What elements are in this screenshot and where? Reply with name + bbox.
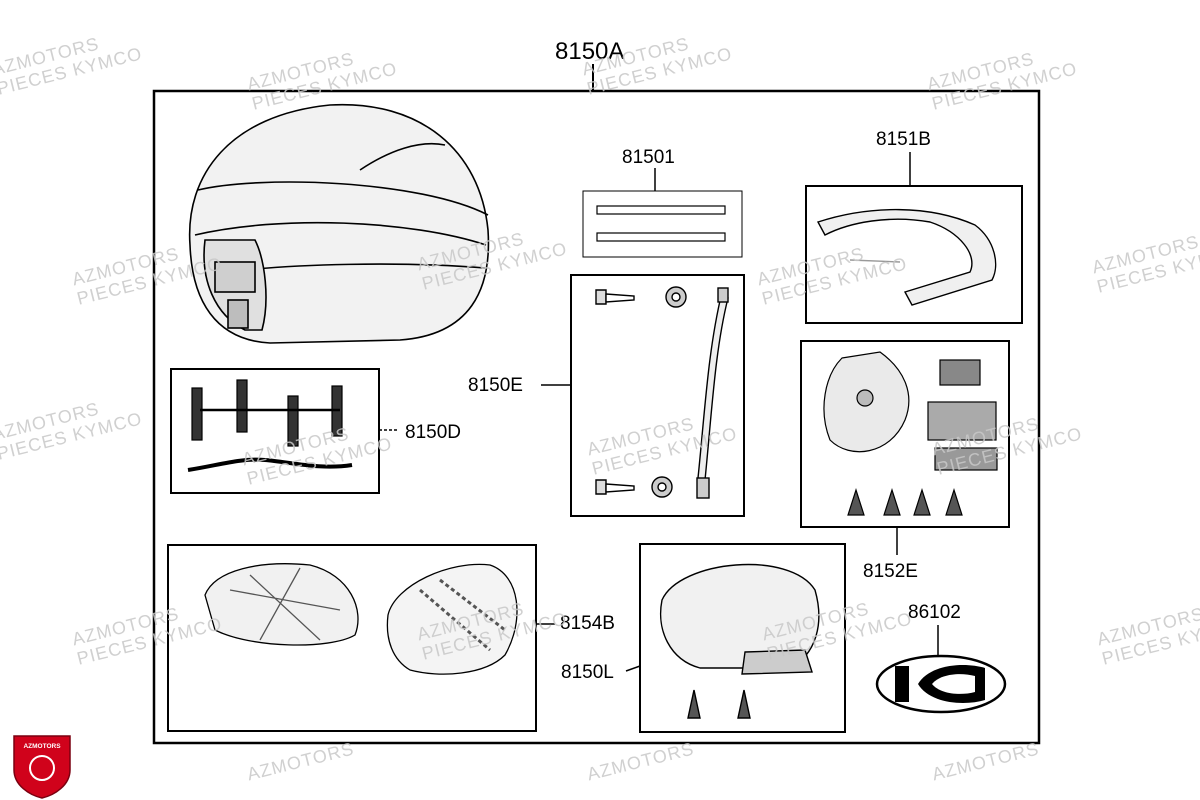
- label-81501: 81501: [622, 147, 675, 168]
- base-plate-box: [167, 544, 537, 732]
- strips-illustration: [596, 205, 726, 242]
- label-86102: 86102: [908, 602, 961, 623]
- brackets-box: [170, 368, 380, 494]
- label-8151B: 8151B: [876, 129, 931, 150]
- lid-illustration: [660, 563, 820, 719]
- lid-box: [639, 543, 846, 733]
- lock-kit-illustration: [823, 351, 998, 516]
- label-8150E: 8150E: [468, 375, 523, 396]
- logo-text: AZMOTORS: [23, 743, 61, 750]
- top-case-illustration: [188, 103, 490, 344]
- kymco-emblem-illustration: [875, 654, 1007, 714]
- brackets-illustration: [187, 379, 353, 472]
- base-plate-illustration: [204, 563, 518, 675]
- lid-leader: [625, 665, 641, 672]
- label-8150D: 8150D: [405, 422, 461, 443]
- label-8150L: 8150L: [561, 662, 614, 683]
- strips-box: [582, 190, 743, 258]
- trim-strip-illustration: [816, 208, 997, 306]
- fittings-box: [570, 274, 745, 517]
- fittings-illustration: [595, 286, 729, 499]
- assembly-frame: [152, 89, 1041, 745]
- assembly-title: 8150A: [555, 38, 625, 65]
- azmotors-logo: [13, 735, 71, 799]
- lock-kit-box: [800, 340, 1010, 528]
- label-8152E: 8152E: [863, 561, 918, 582]
- label-8154B: 8154B: [560, 613, 615, 634]
- trim-box: [805, 185, 1023, 324]
